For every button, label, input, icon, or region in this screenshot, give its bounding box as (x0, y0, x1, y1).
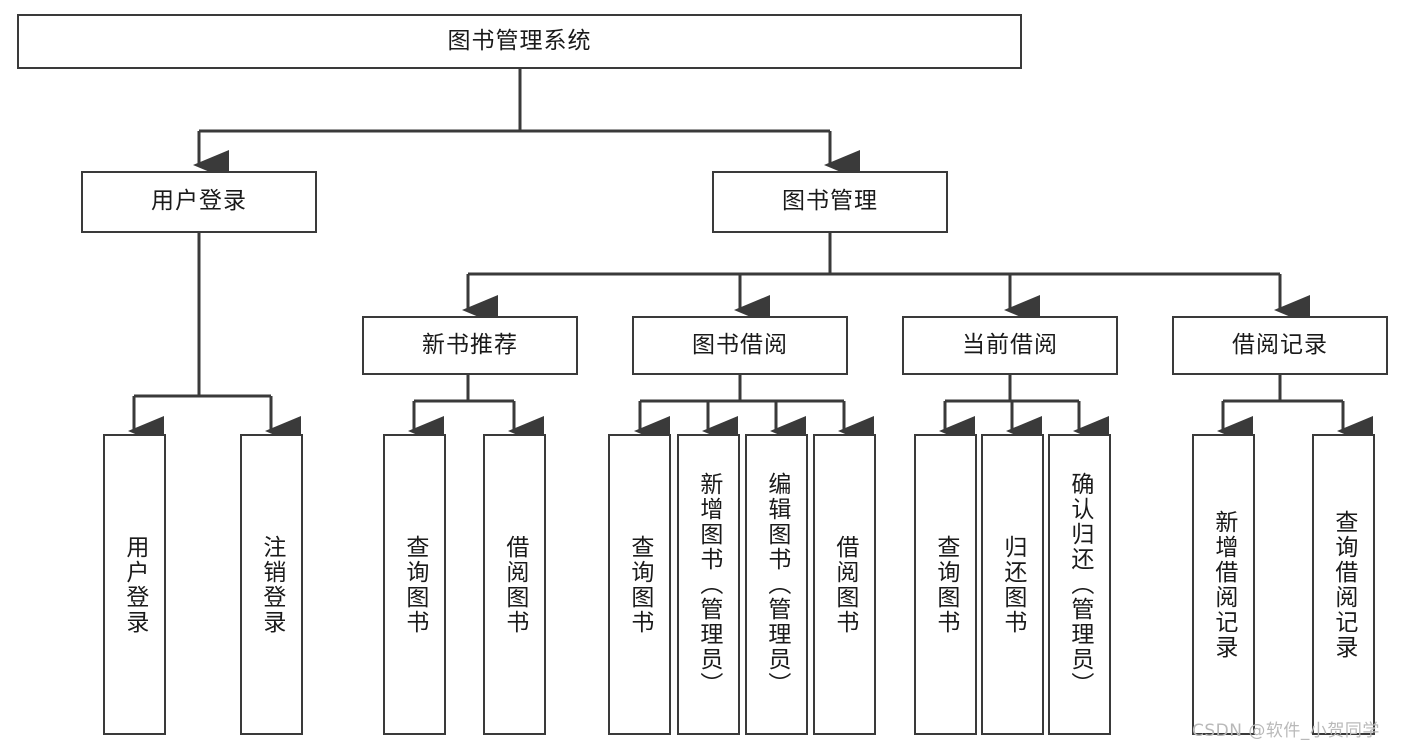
leaf-label: 新增借阅记录 (1210, 509, 1237, 660)
leaf-label: 借阅图书 (501, 534, 528, 635)
leaf-label: 编辑图书（管理员） (763, 472, 790, 697)
leaf-records-add-record[interactable]: 新增借阅记录 (1192, 434, 1255, 735)
csdn-watermark: CSDN @软件_小贺同学 (1192, 721, 1380, 741)
leaf-records-query-record[interactable]: 查询借阅记录 (1312, 434, 1375, 735)
node-book-management-label: 图书管理 (782, 188, 878, 215)
node-root-label: 图书管理系统 (447, 27, 592, 54)
node-current-borrow[interactable]: 当前借阅 (902, 316, 1118, 375)
leaf-borrow-edit-book-admin[interactable]: 编辑图书（管理员） (745, 434, 808, 735)
node-user-login[interactable]: 用户登录 (81, 171, 317, 233)
node-book-borrow[interactable]: 图书借阅 (632, 316, 848, 375)
leaf-label: 查询图书 (932, 534, 959, 635)
node-borrow-records[interactable]: 借阅记录 (1172, 316, 1388, 375)
node-current-borrow-label: 当前借阅 (962, 331, 1058, 358)
leaf-label: 借阅图书 (831, 534, 858, 635)
leaf-borrow-borrow-book[interactable]: 借阅图书 (813, 434, 876, 735)
node-new-book-recommend[interactable]: 新书推荐 (362, 316, 578, 375)
leaf-user-login-logout[interactable]: 注销登录 (240, 434, 303, 735)
leaf-label: 查询借阅记录 (1330, 509, 1357, 660)
leaf-new-book-query[interactable]: 查询图书 (383, 434, 446, 735)
leaf-borrow-add-book-admin[interactable]: 新增图书（管理员） (677, 434, 740, 735)
node-book-borrow-label: 图书借阅 (692, 331, 788, 358)
leaf-borrow-query-book[interactable]: 查询图书 (608, 434, 671, 735)
leaf-label: 查询图书 (626, 534, 653, 635)
leaf-label: 注销登录 (258, 534, 285, 635)
leaf-label: 归还图书 (999, 534, 1026, 635)
node-borrow-records-label: 借阅记录 (1232, 331, 1328, 358)
node-root[interactable]: 图书管理系统 (17, 14, 1022, 69)
leaf-label: 确认归还（管理员） (1066, 472, 1093, 697)
leaf-label: 用户登录 (121, 534, 148, 635)
leaf-label: 新增图书（管理员） (695, 472, 722, 697)
leaf-user-login-login[interactable]: 用户登录 (103, 434, 166, 735)
node-book-management[interactable]: 图书管理 (712, 171, 948, 233)
leaf-new-book-borrow[interactable]: 借阅图书 (483, 434, 546, 735)
node-new-book-recommend-label: 新书推荐 (422, 331, 518, 358)
node-user-login-label: 用户登录 (151, 188, 247, 215)
leaf-label: 查询图书 (401, 534, 428, 635)
leaf-current-return-book[interactable]: 归还图书 (981, 434, 1044, 735)
leaf-current-query-book[interactable]: 查询图书 (914, 434, 977, 735)
leaf-current-confirm-return-admin[interactable]: 确认归还（管理员） (1048, 434, 1111, 735)
